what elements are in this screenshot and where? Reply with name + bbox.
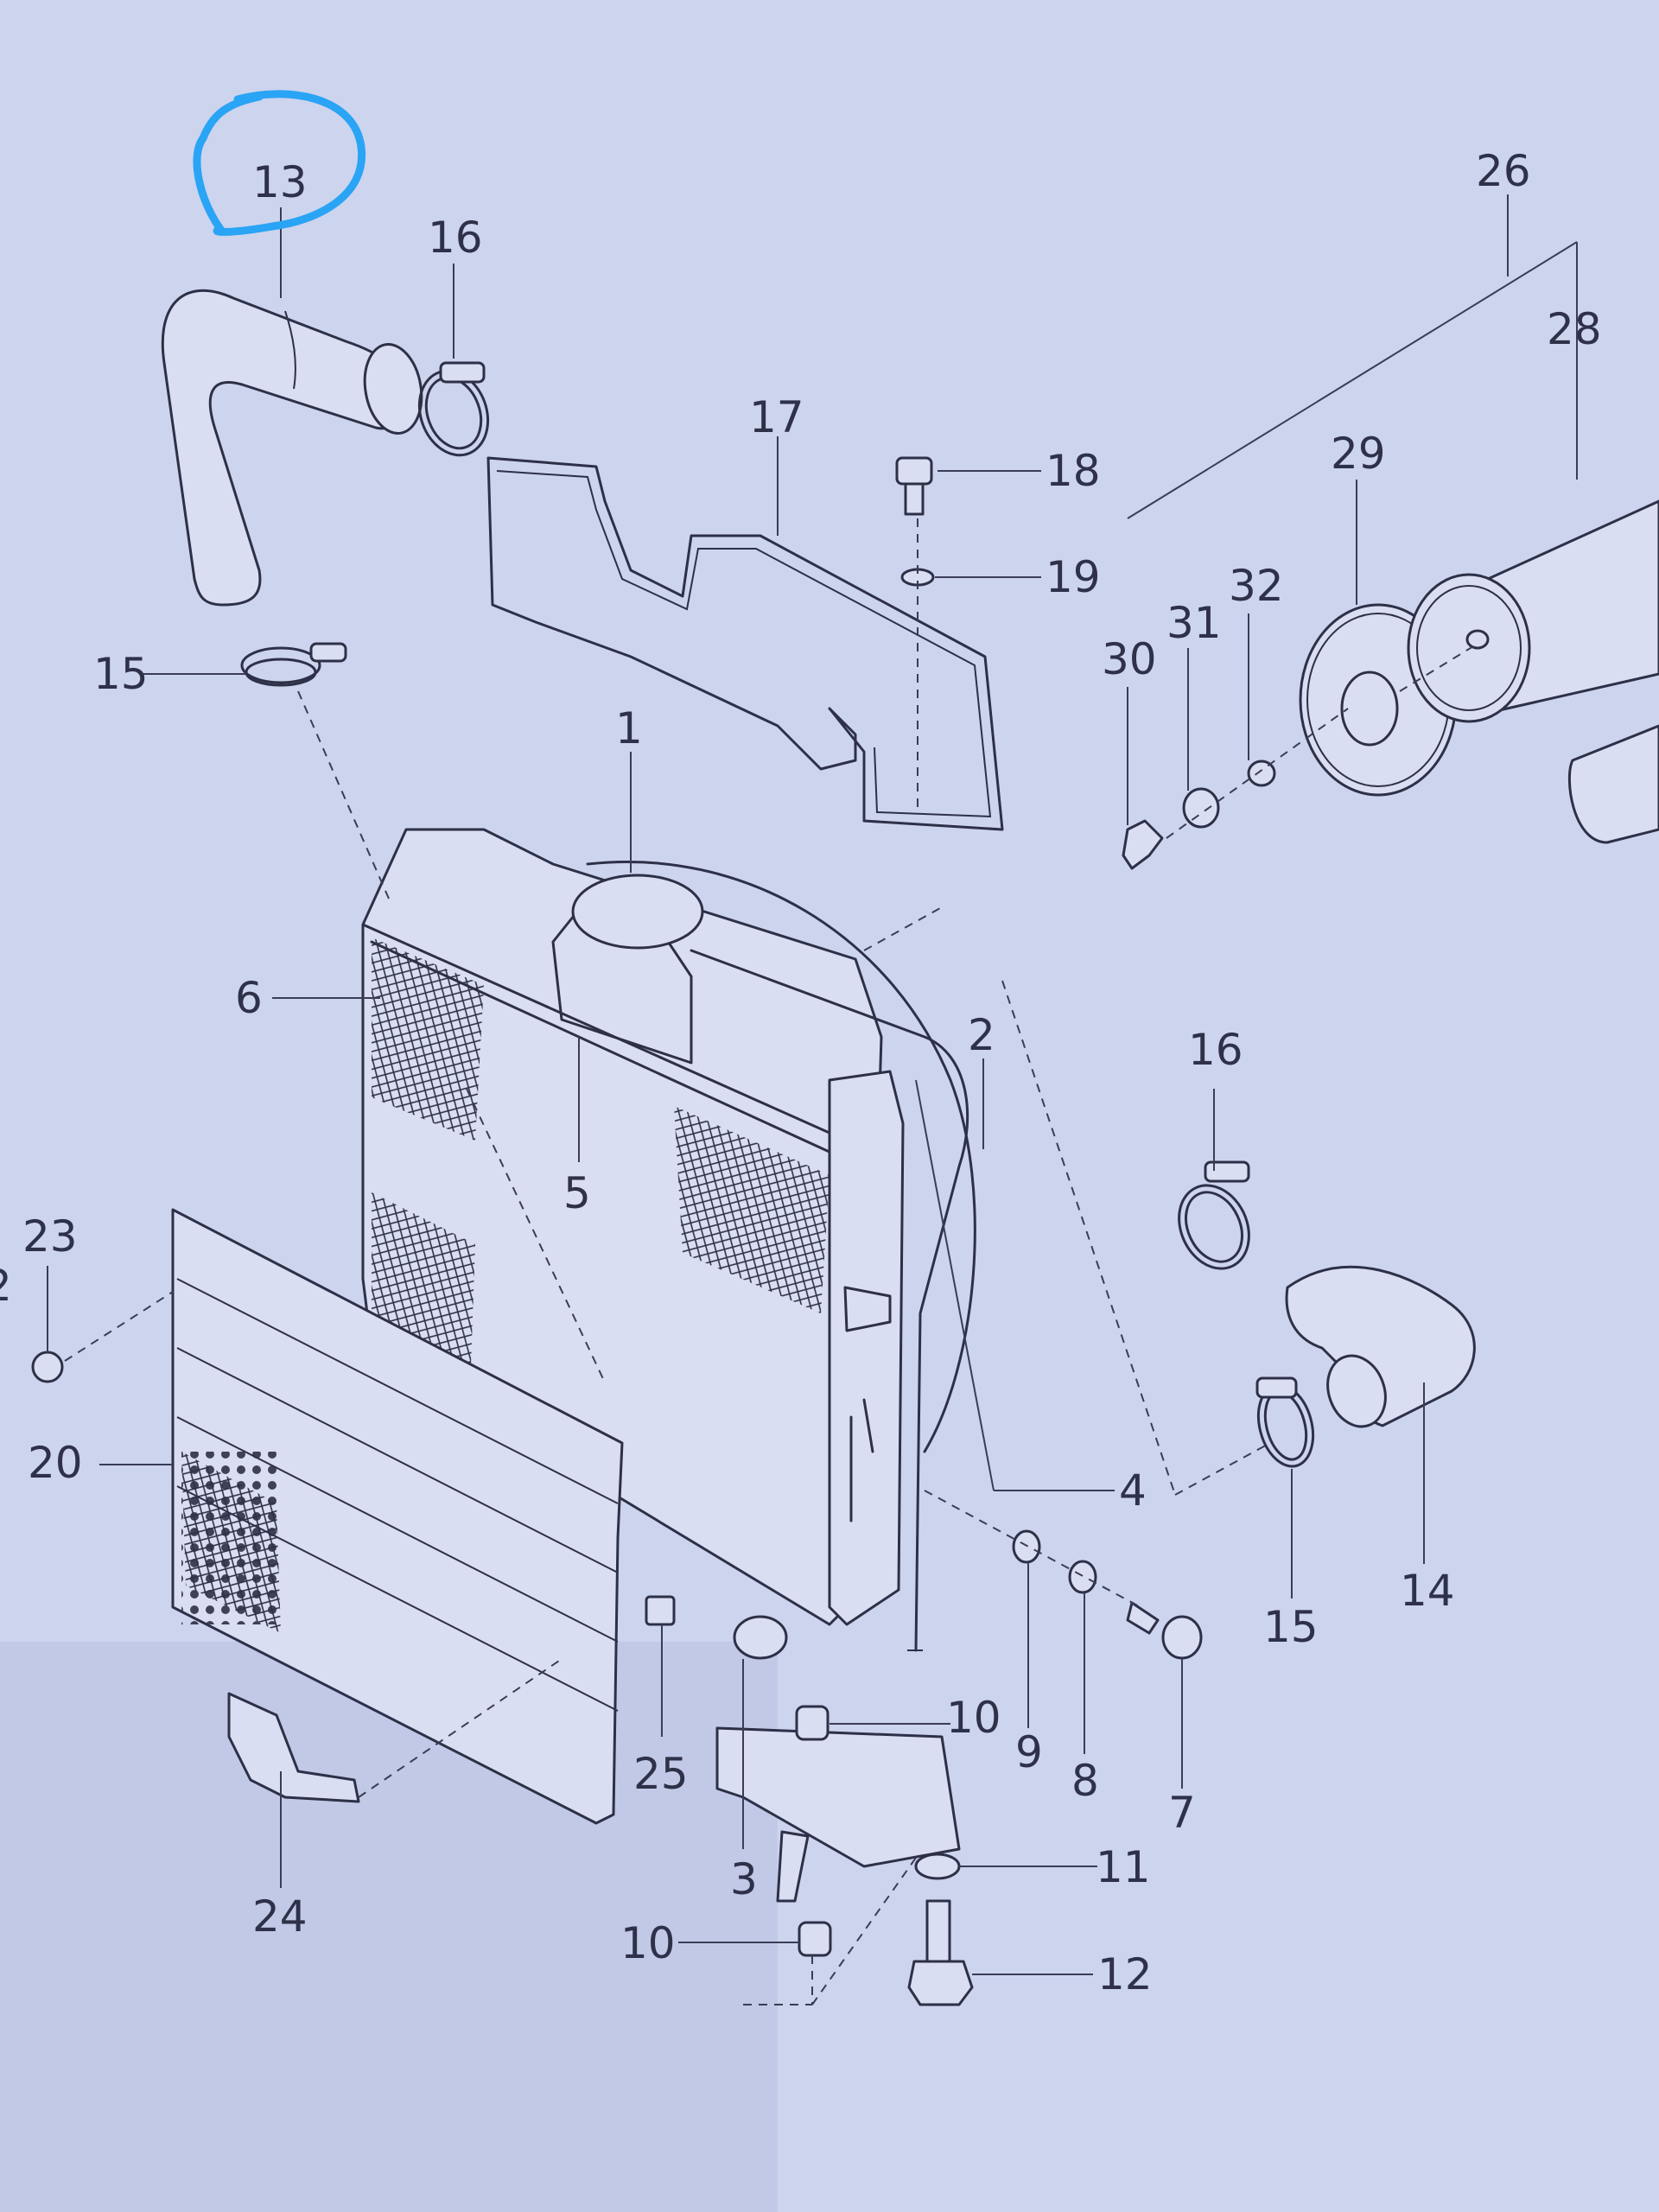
hose-clamp-left [240, 642, 347, 687]
bolt-12 [907, 1899, 974, 2006]
wing-nut-30 [1122, 819, 1164, 870]
shadow-area [0, 1642, 778, 2212]
callout-10-upper: 10 [946, 1693, 1001, 1743]
washer-9 [1012, 1529, 1041, 1564]
callout-3: 3 [730, 1854, 758, 1904]
callout-2: 2 [968, 1010, 995, 1060]
callout-11: 11 [1096, 1842, 1151, 1892]
callout-19: 19 [1046, 552, 1101, 602]
dashed-assembly-lines [297, 643, 1478, 2005]
callout-20: 20 [28, 1438, 83, 1488]
hose-clamp-16b [1178, 1160, 1250, 1270]
callout-7: 7 [1168, 1788, 1196, 1838]
callout-32: 32 [1229, 561, 1284, 611]
highlight-circle [193, 90, 366, 236]
callout-18: 18 [1046, 446, 1101, 496]
nut-23 [31, 1351, 64, 1383]
callout-25: 25 [633, 1749, 689, 1799]
callout-10-lower: 10 [620, 1918, 676, 1968]
callout-12: 12 [1097, 1949, 1153, 1999]
leader-lines [47, 194, 1578, 1975]
callout-4: 4 [1119, 1465, 1147, 1516]
radiator-core [361, 828, 905, 1626]
callout-15: 15 [93, 649, 149, 699]
washer-32 [1247, 760, 1276, 787]
rubber-mount-lower [798, 1921, 832, 1957]
callout-31: 31 [1166, 598, 1222, 648]
drain-plug [733, 1615, 788, 1660]
grille-latch [227, 1692, 360, 1803]
callout-24: 24 [252, 1891, 308, 1942]
callout-9: 9 [1015, 1727, 1043, 1777]
shroud-gasket [486, 456, 1004, 831]
callout-23: 23 [22, 1211, 78, 1262]
mounting-bracket [715, 1726, 961, 1868]
front-grille [171, 1208, 624, 1825]
washer-8 [1068, 1560, 1097, 1594]
clip-25 [645, 1595, 676, 1626]
air-intake-pipe [1567, 724, 1659, 844]
hose-clamp-15b [1255, 1376, 1315, 1468]
callout-14: 14 [1400, 1566, 1455, 1616]
overflow-pipe [690, 949, 969, 1652]
callout-8: 8 [1071, 1756, 1099, 1806]
callout-labels: 13 16 17 18 19 15 1 6 5 2 4 20 23 2 24 2… [0, 146, 1602, 1999]
bolt-18 [895, 456, 933, 516]
callout-5: 5 [563, 1168, 591, 1218]
washer-11 [914, 1853, 961, 1880]
callout-6: 6 [235, 973, 263, 1023]
callout-2-partial: 2 [0, 1261, 12, 1311]
callout-28: 28 [1547, 304, 1602, 354]
callout-26: 26 [1476, 146, 1531, 196]
washer-31 [1182, 787, 1220, 829]
upper-radiator-hose [161, 289, 423, 607]
callout-15b: 15 [1263, 1602, 1319, 1652]
callout-13: 13 [252, 157, 308, 207]
callout-1: 1 [615, 703, 643, 753]
rubber-mount-upper [795, 1705, 830, 1741]
callout-29: 29 [1331, 429, 1386, 479]
lower-radiator-hose [1285, 1265, 1476, 1428]
bolt-7 [1126, 1601, 1203, 1660]
callout-16b: 16 [1188, 1025, 1243, 1075]
callout-17: 17 [749, 392, 804, 442]
hose-clamp-top [417, 361, 490, 457]
callout-30: 30 [1102, 634, 1157, 684]
callout-16: 16 [428, 213, 483, 263]
fan-shroud [586, 860, 976, 1453]
